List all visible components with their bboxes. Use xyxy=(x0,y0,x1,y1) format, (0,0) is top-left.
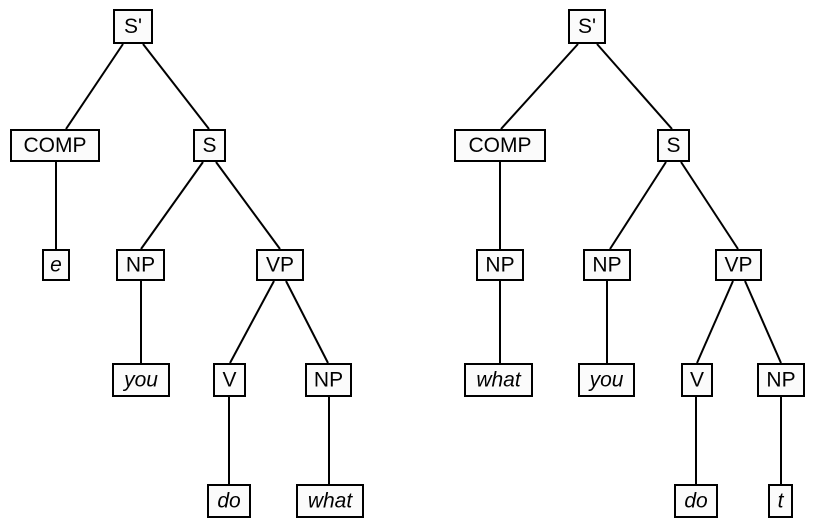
node-box-l-you xyxy=(111,362,171,398)
node-box-l-do xyxy=(206,483,252,519)
node-label-r-s: S xyxy=(666,134,680,157)
tree-node-l-do[interactable]: do xyxy=(206,483,252,519)
node-label-l-sbar: S' xyxy=(124,15,142,38)
tree-node-r-np2[interactable]: NP xyxy=(756,362,806,398)
tree-node-r-you[interactable]: you xyxy=(577,362,636,398)
tree-node-r-np0[interactable]: NP xyxy=(475,248,525,282)
node-box-r-sbar xyxy=(567,8,607,45)
node-label-r-v: V xyxy=(690,369,704,392)
node-label-l-s: S xyxy=(202,134,216,157)
node-label-l-vp: VP xyxy=(266,254,294,277)
surface-structure-tree-edges xyxy=(499,43,782,484)
node-box-r-what xyxy=(463,362,534,398)
tree-node-r-np1[interactable]: NP xyxy=(582,248,632,282)
tree-node-l-sbar[interactable]: S' xyxy=(112,8,154,45)
tree-node-r-s[interactable]: S xyxy=(656,128,691,163)
node-box-l-v xyxy=(212,362,247,398)
node-label-r-np1: NP xyxy=(592,254,621,277)
tree-node-l-vp[interactable]: VP xyxy=(255,248,305,282)
node-box-r-np2 xyxy=(756,362,806,398)
tree-node-l-comp[interactable]: COMP xyxy=(9,128,101,163)
node-label-r-do: do xyxy=(684,490,708,513)
surface-structure-tree-nodes: S' COMP S NP NP VP what you V NP do t xyxy=(453,8,806,519)
node-box-l-np1 xyxy=(115,248,166,282)
node-label-l-you: you xyxy=(122,369,158,392)
tree-node-r-v[interactable]: V xyxy=(680,362,714,398)
edge-L-VP-to-L-V xyxy=(229,280,275,364)
node-box-l-what xyxy=(295,483,365,519)
node-box-l-s xyxy=(192,128,227,163)
node-box-r-np1 xyxy=(582,248,632,282)
node-label-r-comp: COMP xyxy=(469,134,532,157)
node-label-r-what: what xyxy=(476,369,522,392)
node-box-r-do xyxy=(673,483,719,519)
edge-R-VP-to-R-NP2 xyxy=(744,280,782,364)
edge-R-Sbar-to-R-COMP xyxy=(500,43,579,130)
node-box-r-s xyxy=(656,128,691,163)
node-label-l-v: V xyxy=(222,369,236,392)
tree-node-r-sbar[interactable]: S' xyxy=(567,8,607,45)
deep-structure-tree-edges xyxy=(55,43,330,484)
tree-node-r-what[interactable]: what xyxy=(463,362,534,398)
tree-node-r-vp[interactable]: VP xyxy=(714,248,763,282)
tree-node-l-np2[interactable]: NP xyxy=(304,362,353,398)
node-label-l-np1: NP xyxy=(126,254,155,277)
tree-node-l-np1[interactable]: NP xyxy=(115,248,166,282)
edges-layer xyxy=(55,43,782,484)
node-label-l-e: e xyxy=(50,254,62,277)
node-label-r-sbar: S' xyxy=(578,15,596,38)
tree-node-r-comp[interactable]: COMP xyxy=(453,128,547,163)
node-label-l-np2: NP xyxy=(314,369,343,392)
node-label-r-np2: NP xyxy=(766,369,795,392)
tree-node-l-v[interactable]: V xyxy=(212,362,247,398)
node-box-r-comp xyxy=(453,128,547,163)
node-box-l-comp xyxy=(9,128,101,163)
edge-L-Sbar-to-L-S xyxy=(142,43,210,130)
tree-node-l-s[interactable]: S xyxy=(192,128,227,163)
edge-R-VP-to-R-V xyxy=(696,280,734,364)
edge-L-S-to-L-VP xyxy=(215,161,281,250)
node-box-r-t xyxy=(767,483,794,519)
node-label-l-comp: COMP xyxy=(24,134,87,157)
tree-node-l-e[interactable]: e xyxy=(41,248,71,282)
edge-L-VP-to-L-NP2 xyxy=(285,280,329,364)
node-box-r-v xyxy=(680,362,714,398)
edge-L-S-to-L-NP1 xyxy=(140,161,204,250)
node-label-r-np0: NP xyxy=(485,254,514,277)
node-box-l-e xyxy=(41,248,71,282)
node-box-r-vp xyxy=(714,248,763,282)
tree-node-l-what[interactable]: what xyxy=(295,483,365,519)
node-box-r-you xyxy=(577,362,636,398)
node-label-l-what: what xyxy=(308,490,354,513)
node-label-r-vp: VP xyxy=(724,254,752,277)
edge-L-Sbar-to-L-COMP xyxy=(65,43,124,130)
node-label-r-you: you xyxy=(588,369,624,392)
node-box-l-sbar xyxy=(112,8,154,45)
tree-node-l-you[interactable]: you xyxy=(111,362,171,398)
tree-node-r-t[interactable]: t xyxy=(767,483,794,519)
node-label-r-t: t xyxy=(778,490,785,513)
node-box-r-np0 xyxy=(475,248,525,282)
node-box-l-vp xyxy=(255,248,305,282)
node-label-l-do: do xyxy=(217,490,241,513)
tree-node-r-do[interactable]: do xyxy=(673,483,719,519)
edge-R-Sbar-to-R-S xyxy=(596,43,673,130)
edge-R-S-to-R-NP1 xyxy=(609,161,667,250)
node-box-l-np2 xyxy=(304,362,353,398)
edge-R-S-to-R-VP xyxy=(680,161,739,250)
